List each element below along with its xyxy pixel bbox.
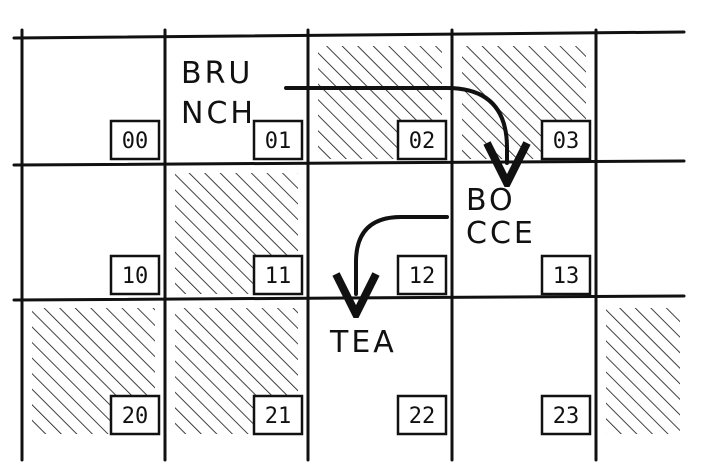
cell-tag-22: 22: [396, 394, 448, 436]
grid-line-horizontal-0: [12, 30, 686, 40]
cell-tag-21: 21: [252, 394, 304, 436]
cell-id-10: 10: [122, 264, 149, 289]
hatched-fill-r2c4: [606, 308, 680, 434]
cell-label-13-line-1: CCE: [466, 216, 536, 251]
cell-label-01-line-1: NCH: [181, 96, 256, 131]
cell-tag-01: 01: [252, 119, 304, 161]
cell-tag-20: 20: [109, 394, 161, 436]
cell-tag-23: 23: [540, 394, 592, 436]
cell-label-22-line-0: TEA: [329, 325, 397, 360]
cell-tag-03: 03: [540, 119, 592, 161]
cell-tag-12: 12: [396, 254, 448, 296]
cell-id-21: 21: [265, 404, 292, 429]
cell-tags: 00 01 02 03 10 11 12 13 20 21 22 23: [109, 119, 592, 436]
cell-tag-02: 02: [396, 119, 448, 161]
grid-line-horizontal-2: [12, 294, 686, 302]
cell-label-13-line-0: BO: [466, 183, 516, 218]
cell-tag-13: 13: [540, 254, 592, 296]
cell-id-12: 12: [409, 264, 436, 289]
cell-id-03: 03: [553, 129, 580, 154]
arrows: [284, 86, 507, 294]
cell-id-00: 00: [122, 129, 149, 154]
cell-id-02: 02: [409, 129, 436, 154]
cell-id-22: 22: [409, 404, 436, 429]
cell-id-20: 20: [122, 404, 149, 429]
cell-id-23: 23: [553, 404, 580, 429]
arrow-13-to-22: [356, 215, 449, 294]
cell-tag-10: 10: [109, 254, 161, 296]
cell-tag-00: 00: [109, 119, 161, 161]
cell-id-01: 01: [265, 129, 292, 154]
cell-id-11: 11: [265, 264, 292, 289]
cell-label-01-line-0: BRU: [181, 56, 253, 91]
hatch-layer: [32, 46, 680, 434]
cell-tag-11: 11: [252, 254, 304, 296]
grid-lines: [12, 28, 686, 462]
grid-line-horizontal-1: [12, 159, 686, 167]
cell-id-13: 13: [553, 264, 580, 289]
arrow-01-to-13: [284, 86, 507, 163]
